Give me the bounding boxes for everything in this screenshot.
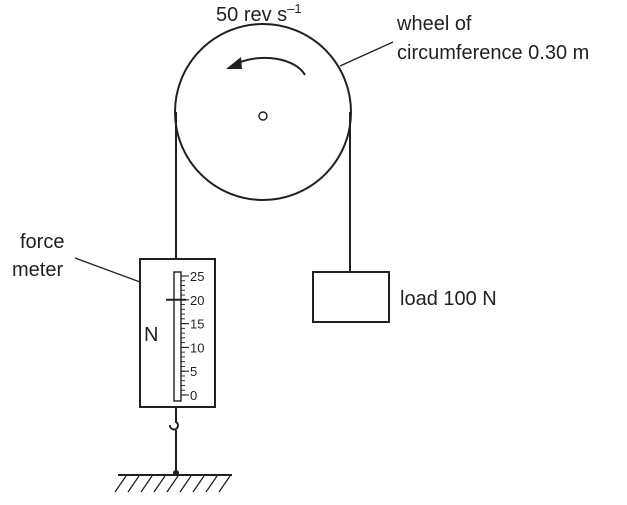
ground-hatch-line (127, 475, 140, 493)
force-meter-label-line2: meter (12, 259, 63, 281)
ground-hatch-line (153, 475, 166, 493)
speed-label: 50 rev s–1 (216, 1, 302, 26)
scale-number: 5 (190, 364, 197, 379)
wheel-label-line1: wheel of (396, 13, 472, 35)
ground-hatch-line (192, 475, 205, 493)
scale-number: 10 (190, 340, 204, 355)
ground-hatch-line (114, 475, 127, 493)
force-meter-label-line1: force (20, 231, 64, 253)
scale-major-ticks (181, 275, 189, 396)
scale-number: 0 (190, 388, 197, 403)
wheel-label-line2: circumference 0.30 m (397, 42, 589, 64)
ground-hatch-line (218, 475, 231, 493)
ground-hatch-line (205, 475, 218, 493)
force-meter-leader-line (74, 257, 141, 283)
load-box (312, 271, 390, 323)
ground-hatch-icon (114, 475, 231, 493)
scale-strip (173, 271, 182, 402)
axle-icon (258, 111, 268, 121)
force-meter-unit: N (144, 324, 158, 346)
scale-number: 15 (190, 317, 204, 332)
ground-hatch-line (140, 475, 153, 493)
scale-number: 25 (190, 269, 204, 284)
ground-hatch-line (166, 475, 179, 493)
scale-numbers: 25 20 15 10 5 0 (190, 269, 204, 403)
hook-icon (169, 407, 179, 431)
load-label: load 100 N (400, 288, 497, 310)
ground-hatch-line (179, 475, 192, 493)
scale-number: 20 (190, 293, 204, 308)
wheel-leader-line (339, 41, 394, 67)
rotation-arrow-icon (226, 56, 306, 76)
force-meter-body (139, 258, 216, 408)
